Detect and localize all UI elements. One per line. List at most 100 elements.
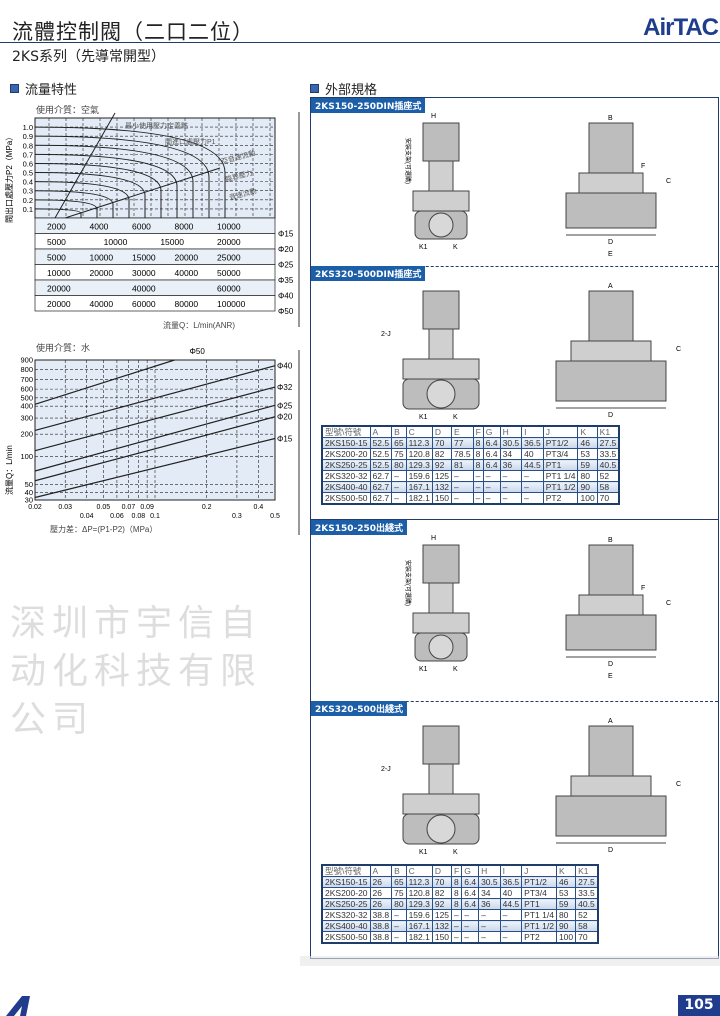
- flow-tick-label: 20000: [47, 299, 71, 309]
- port-icon: [426, 379, 456, 409]
- table-cell: 82: [431, 887, 453, 899]
- watermark: 深圳市宇信自动化科技有限公司: [10, 603, 263, 740]
- table-cell: 70: [431, 876, 453, 888]
- flow-tick-label: 10000: [217, 222, 241, 232]
- size-label: Φ20: [278, 245, 294, 254]
- flow-tick-label: 5000: [47, 253, 66, 263]
- table-cell: 120.8: [405, 448, 433, 460]
- dim-label-d: D: [608, 661, 613, 668]
- flow-tick-label: 100000: [217, 299, 246, 309]
- table-cell: –: [391, 492, 407, 505]
- series-line: [34, 416, 276, 482]
- table-cell: 40: [521, 448, 544, 460]
- table-cell: 2KS250-25: [321, 898, 371, 910]
- table-cell: 53: [577, 448, 598, 460]
- cover-side: [578, 594, 644, 616]
- table-cell: –: [472, 492, 484, 505]
- table-cell: PT1: [521, 898, 557, 910]
- table-cell: 40: [499, 887, 523, 899]
- chart-medium-label: 使用介質：空氣: [36, 104, 99, 115]
- coil-side: [588, 122, 634, 174]
- dim-label-c: C: [676, 346, 681, 353]
- flow-tick-label: 30000: [132, 268, 156, 278]
- table-cell: 6.4: [482, 448, 501, 460]
- table-cell: –: [478, 920, 501, 932]
- table-cell: 8: [472, 448, 484, 460]
- table-cell: 80: [555, 909, 577, 921]
- series-label: Φ20: [277, 413, 293, 422]
- coil-side: [588, 290, 634, 342]
- table-cell: 36: [478, 898, 501, 910]
- table-cell: –: [478, 909, 501, 921]
- table-cell: 58: [575, 920, 599, 932]
- table-cell: 90: [577, 481, 598, 493]
- x-tick-label: 0.03: [58, 504, 72, 511]
- critical-pressure-line: [64, 167, 221, 219]
- y-tick-label: 900: [20, 356, 33, 365]
- flow-tick-label: 60000: [132, 299, 156, 309]
- series-label: Φ32: [277, 383, 293, 392]
- series-label: Φ40: [277, 362, 293, 371]
- coil-housing: [422, 544, 460, 584]
- table-cell: –: [472, 481, 484, 493]
- table-cell: 30.5: [478, 876, 501, 888]
- body-side: [565, 614, 657, 651]
- size-label: Φ15: [278, 230, 294, 239]
- table-cell: 2KS500-50: [321, 492, 371, 505]
- table-cell: –: [451, 920, 463, 932]
- dim-label-d: D: [608, 239, 613, 246]
- cover-side: [570, 340, 652, 362]
- chart-annotation: 閥進口處壓力P1: [165, 137, 216, 146]
- table-cell: –: [451, 481, 474, 493]
- x-tick-label: 0.04: [80, 513, 94, 520]
- variant-tag: 2KS150-250出綫式: [311, 520, 408, 535]
- body-side: [555, 360, 667, 402]
- table-cell: 159.6: [405, 470, 433, 482]
- series-label: Φ25: [277, 401, 293, 410]
- table-cell: J: [542, 425, 579, 438]
- bracket-note: 安裝支架(可選購): [404, 560, 412, 606]
- table-cell: 44.5: [521, 459, 544, 471]
- valve-stem: [428, 160, 454, 192]
- dim-label-e: E: [608, 251, 613, 258]
- airtac-logo: AirTAC: [643, 14, 719, 41]
- table-cell: 125: [431, 909, 453, 921]
- table-cell: 90: [555, 920, 577, 932]
- series-line: [34, 437, 276, 499]
- y-tick-label: 800: [20, 365, 33, 374]
- x-axis-label: 流量Q：L/min(ANR): [163, 320, 235, 330]
- table-cell: 59: [577, 459, 598, 471]
- valve-cover: [402, 358, 480, 380]
- pressure-curve: [34, 172, 146, 218]
- table-cell: 46: [577, 437, 598, 449]
- table-cell: G: [482, 425, 501, 438]
- table-cell: 159.6: [405, 909, 433, 921]
- pressure-curve: [34, 208, 82, 218]
- table-cell: 59: [555, 898, 577, 910]
- flow-tick-label: 15000: [160, 237, 184, 247]
- watermark-band: [300, 956, 720, 966]
- table-cell: 33.5: [575, 887, 599, 899]
- chart-annotation: 最小使用壓力定義點: [125, 121, 188, 130]
- table-cell: –: [451, 492, 474, 505]
- table-cell: –: [499, 492, 523, 505]
- table-cell: PT3/4: [542, 448, 579, 460]
- table-cell: 52.5: [369, 448, 393, 460]
- table-cell: 6.4: [482, 459, 501, 471]
- table-cell: 62.7: [369, 492, 393, 505]
- table-cell: –: [461, 909, 480, 921]
- flow-tick-label: 5000: [47, 237, 66, 247]
- table-cell: PT1 1/2: [521, 920, 557, 932]
- table-cell: J: [521, 864, 557, 877]
- table-cell: –: [472, 470, 484, 482]
- dim-label-f: F: [641, 585, 645, 592]
- series-line: [34, 365, 276, 431]
- flow-tick-label: 40000: [175, 268, 199, 278]
- table-cell: 26: [369, 887, 393, 899]
